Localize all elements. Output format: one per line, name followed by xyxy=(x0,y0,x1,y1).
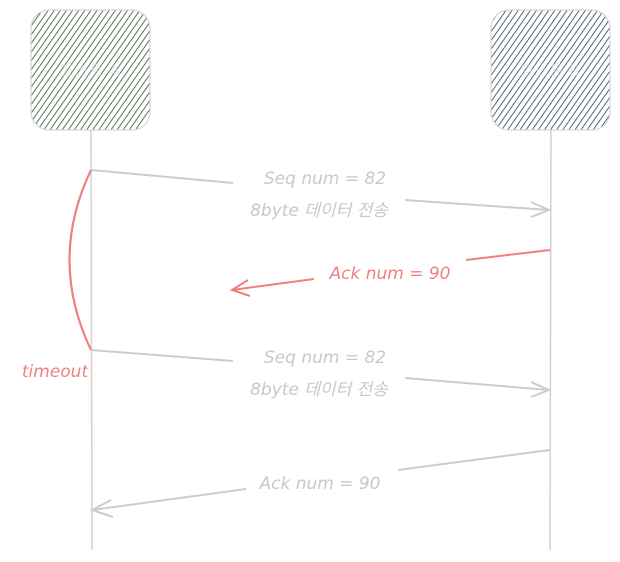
message-ack-2: Ack num = 90 xyxy=(89,449,551,518)
message-ack-2-text: Ack num = 90 xyxy=(258,474,380,494)
timeout-bracket xyxy=(68,169,92,351)
message-seq-retransmit: Seq num = 82 8byte 데이터 전송 xyxy=(90,348,552,400)
host-b-box: 호스트 B xyxy=(490,9,611,131)
host-b-label: 호스트 B xyxy=(520,61,580,80)
message-ack-2-line-a xyxy=(397,449,551,471)
message-seq-1-arrowhead xyxy=(530,201,552,218)
message-seq-1-subtext: 8byte 데이터 전송 xyxy=(250,201,389,221)
lifeline-host-b xyxy=(549,129,552,551)
message-seq-1-text: Seq num = 82 xyxy=(264,169,386,189)
timeout-label: timeout xyxy=(22,362,90,382)
message-ack-lost-text: Ack num = 90 xyxy=(328,264,450,284)
host-a-box: 호스트 A xyxy=(30,9,151,131)
lifeline-host-a xyxy=(90,129,93,551)
message-ack-2-arrowhead xyxy=(89,499,114,518)
message-seq-retransmit-line-a xyxy=(90,349,234,362)
message-ack-lost: Ack num = 90 xyxy=(229,249,551,297)
message-ack-lost-arrowhead xyxy=(229,279,251,297)
message-seq-retransmit-subtext: 8byte 데이터 전송 xyxy=(250,380,389,400)
host-a-label: 호스트 A xyxy=(60,61,120,80)
message-seq-retransmit-line-b xyxy=(404,377,550,391)
message-seq-1-line-b xyxy=(404,199,550,211)
message-seq-retransmit-arrowhead xyxy=(530,381,552,398)
message-ack-2-line-b xyxy=(91,488,247,511)
message-ack-lost-line-a xyxy=(465,249,551,261)
message-seq-1: Seq num = 82 8byte 데이터 전송 xyxy=(90,169,552,221)
message-seq-retransmit-text: Seq num = 82 xyxy=(264,348,386,368)
message-ack-lost-line-b xyxy=(231,278,315,291)
message-seq-1-line-a xyxy=(90,169,234,184)
